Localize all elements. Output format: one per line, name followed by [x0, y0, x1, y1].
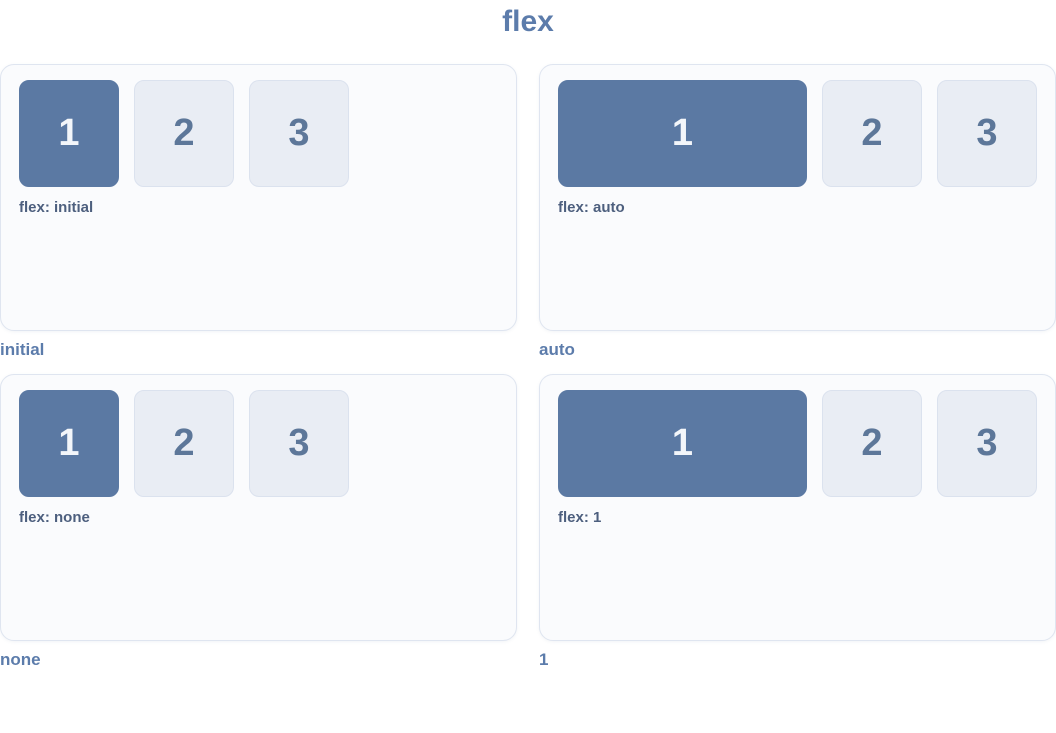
flex-items-row: 1 2 3: [19, 390, 498, 497]
flex-item-2: 2: [134, 390, 234, 497]
demo-panel-initial: 1 2 3 flex: initial: [0, 64, 517, 331]
flex-item-3: 3: [937, 80, 1037, 187]
flex-item-3: 3: [249, 390, 349, 497]
flex-item-2: 2: [134, 80, 234, 187]
demo-flex-auto: 1 2 3 flex: auto auto: [539, 64, 1056, 374]
flex-property-label: flex: 1: [558, 509, 602, 526]
flex-item-1: 1: [558, 80, 807, 187]
demo-panel-none: 1 2 3 flex: none: [0, 374, 517, 641]
demo-caption: initial: [0, 340, 45, 359]
flex-item-3: 3: [249, 80, 349, 187]
demo-flex-initial: 1 2 3 flex: initial initial: [0, 64, 517, 374]
page-title: flex: [502, 5, 554, 38]
demo-panel-auto: 1 2 3 flex: auto: [539, 64, 1056, 331]
demo-caption: none: [0, 650, 41, 669]
flex-property-label: flex: auto: [558, 199, 625, 216]
flex-item-2: 2: [822, 390, 922, 497]
flex-item-1: 1: [19, 390, 119, 497]
flex-item-1: 1: [19, 80, 119, 187]
flex-items-row: 1 2 3: [558, 390, 1037, 497]
flex-item-3: 3: [937, 390, 1037, 497]
flex-items-row: 1 2 3: [558, 80, 1037, 187]
demo-caption: auto: [539, 340, 575, 359]
flex-item-1: 1: [558, 390, 807, 497]
demo-flex-none: 1 2 3 flex: none none: [0, 374, 517, 684]
flex-item-2: 2: [822, 80, 922, 187]
demo-flex-1: 1 2 3 flex: 1 1: [539, 374, 1056, 684]
demo-panel-1: 1 2 3 flex: 1: [539, 374, 1056, 641]
demo-caption: 1: [539, 650, 549, 669]
flex-property-label: flex: initial: [19, 199, 94, 216]
flex-property-label: flex: none: [19, 509, 90, 526]
demo-grid: 1 2 3 flex: initial initial 1 2 3 flex: …: [0, 64, 1056, 684]
flex-items-row: 1 2 3: [19, 80, 498, 187]
